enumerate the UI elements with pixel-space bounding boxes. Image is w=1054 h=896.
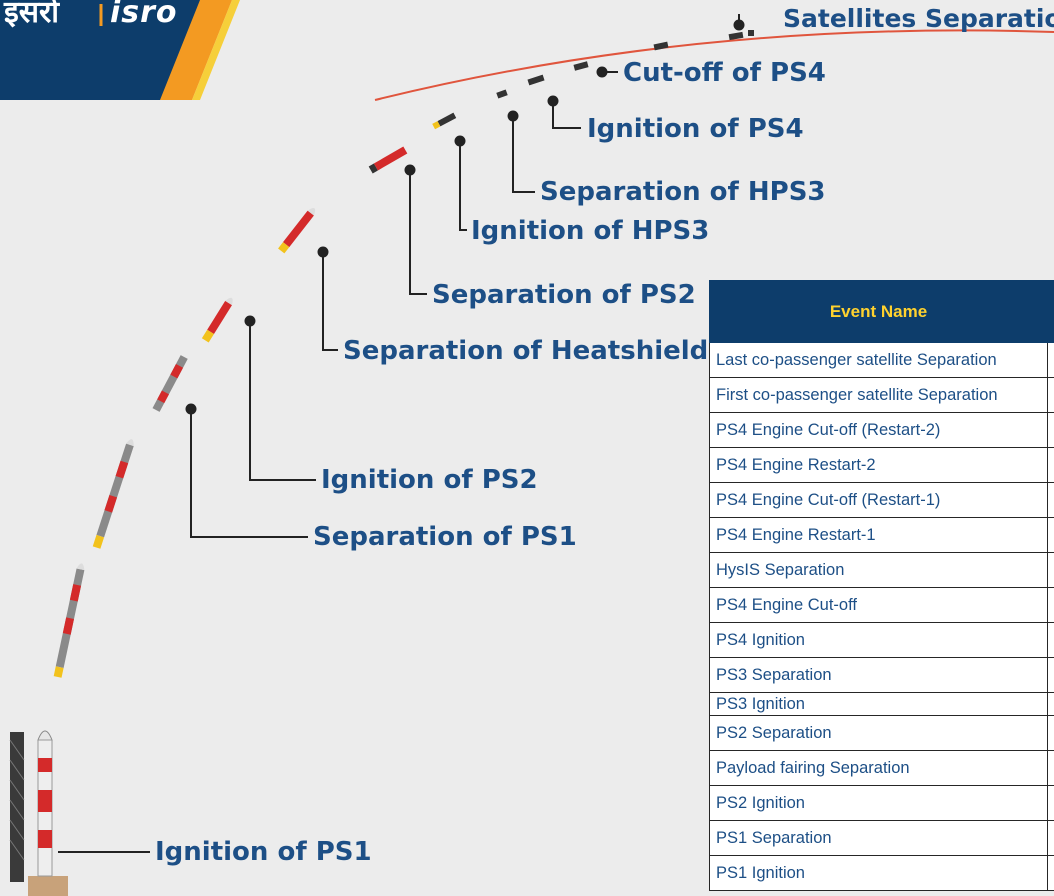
table-row: PS3 Ignition — [709, 692, 1054, 716]
callout-separation-hps3 — [507, 110, 535, 193]
table-row: PS3 Separation — [709, 657, 1054, 693]
table-row: HysIS Separation — [709, 552, 1054, 588]
callout-ignition-hps3 — [454, 135, 467, 231]
event-name-cell: PS3 Separation — [709, 657, 1048, 693]
label-ignition-ps4: Ignition of PS4 — [587, 114, 804, 144]
callout-separation-heatshield — [317, 246, 338, 351]
upper-stage-1 — [496, 89, 508, 99]
label-separation-hps3: Separation of HPS3 — [540, 177, 826, 207]
table-row: PS4 Engine Cut-off (Restart-2) — [709, 412, 1054, 448]
table-row: PS4 Engine Restart-1 — [709, 517, 1054, 553]
event-name-cell: PS4 Engine Cut-off — [709, 587, 1048, 623]
table-row: Payload fairing Separation — [709, 750, 1054, 786]
rocket-stage-7 — [432, 112, 457, 130]
callout-satellites-separation — [733, 14, 745, 31]
table-row: PS4 Engine Cut-off (Restart-1) — [709, 482, 1054, 518]
label-cutoff-ps4: Cut-off of PS4 — [623, 58, 826, 88]
label-separation-ps2: Separation of PS2 — [432, 280, 696, 310]
logo-latin-text: isro — [110, 0, 178, 30]
table-row: PS4 Engine Restart-2 — [709, 447, 1054, 483]
upper-stage-3 — [573, 61, 589, 71]
label-separation-ps1: Separation of PS1 — [313, 522, 577, 552]
table-header-row: Event Name — [709, 280, 1054, 343]
label-ignition-ps1: Ignition of PS1 — [155, 837, 372, 867]
callout-separation-ps1 — [185, 403, 308, 538]
table-row: PS4 Engine Cut-off — [709, 587, 1054, 623]
table-row: PS4 Ignition — [709, 622, 1054, 658]
callout-ignition-ps2 — [244, 315, 316, 481]
isro-logo: इसरो isro — [0, 0, 240, 100]
satellite-1 — [748, 30, 754, 36]
label-ignition-ps2: Ignition of PS2 — [321, 465, 538, 495]
event-name-cell: PS2 Ignition — [709, 785, 1048, 821]
upper-stage-4 — [653, 41, 669, 51]
logo-hindi-text: इसरो — [4, 0, 60, 30]
table-row: PS1 Separation — [709, 820, 1054, 856]
event-name-cell: Payload fairing Separation — [709, 750, 1048, 786]
logo-background — [0, 0, 240, 100]
event-name-cell: HysIS Separation — [709, 552, 1048, 588]
upper-stage-2 — [527, 74, 545, 86]
event-name-cell: Last co-passenger satellite Separation — [709, 342, 1048, 378]
label-ignition-hps3: Ignition of HPS3 — [471, 216, 710, 246]
table-row: PS2 Ignition — [709, 785, 1054, 821]
table-row: PS2 Separation — [709, 715, 1054, 751]
rocket-stage-6 — [368, 146, 408, 174]
label-satellites-separation: Satellites Separation — [783, 4, 1054, 33]
label-separation-heatshield: Separation of Heatshield — [343, 336, 709, 366]
event-name-cell: PS4 Engine Restart-1 — [709, 517, 1048, 553]
rocket-on-pad — [37, 730, 53, 877]
event-name-cell: PS2 Separation — [709, 715, 1048, 751]
event-name-cell: PS4 Ignition — [709, 622, 1048, 658]
event-name-cell: First co-passenger satellite Separation — [709, 377, 1048, 413]
column-header-event-name: Event Name — [709, 280, 1048, 343]
rocket-stage-4 — [201, 297, 233, 343]
event-name-cell: PS1 Separation — [709, 820, 1048, 856]
events-table: Event Name Last co-passenger satellite S… — [709, 280, 1054, 891]
event-name-cell: PS4 Engine Cut-off (Restart-2) — [709, 412, 1048, 448]
event-name-cell: PS1 Ignition — [709, 855, 1048, 891]
column-header-cut — [1047, 280, 1054, 343]
table-row: PS1 Ignition — [709, 855, 1054, 891]
event-name-cell: PS4 Engine Cut-off (Restart-1) — [709, 482, 1048, 518]
orbit-arc — [374, 29, 1054, 101]
callout-ignition-ps4 — [547, 95, 581, 129]
table-row: Last co-passenger satellite Separation — [709, 342, 1054, 378]
rocket-stage-1 — [53, 563, 85, 678]
table-row: First co-passenger satellite Separation — [709, 377, 1054, 413]
callout-cutoff-ps4 — [596, 66, 618, 78]
rocket-stage-5 — [278, 208, 316, 254]
callout-separation-ps2 — [404, 164, 427, 295]
rocket-stage-2 — [92, 439, 134, 549]
launch-pad — [9, 732, 68, 896]
rocket-stage-3 — [152, 355, 188, 412]
upper-stage-5 — [728, 31, 744, 41]
event-name-cell: PS4 Engine Restart-2 — [709, 447, 1048, 483]
event-name-cell: PS3 Ignition — [709, 692, 1048, 716]
